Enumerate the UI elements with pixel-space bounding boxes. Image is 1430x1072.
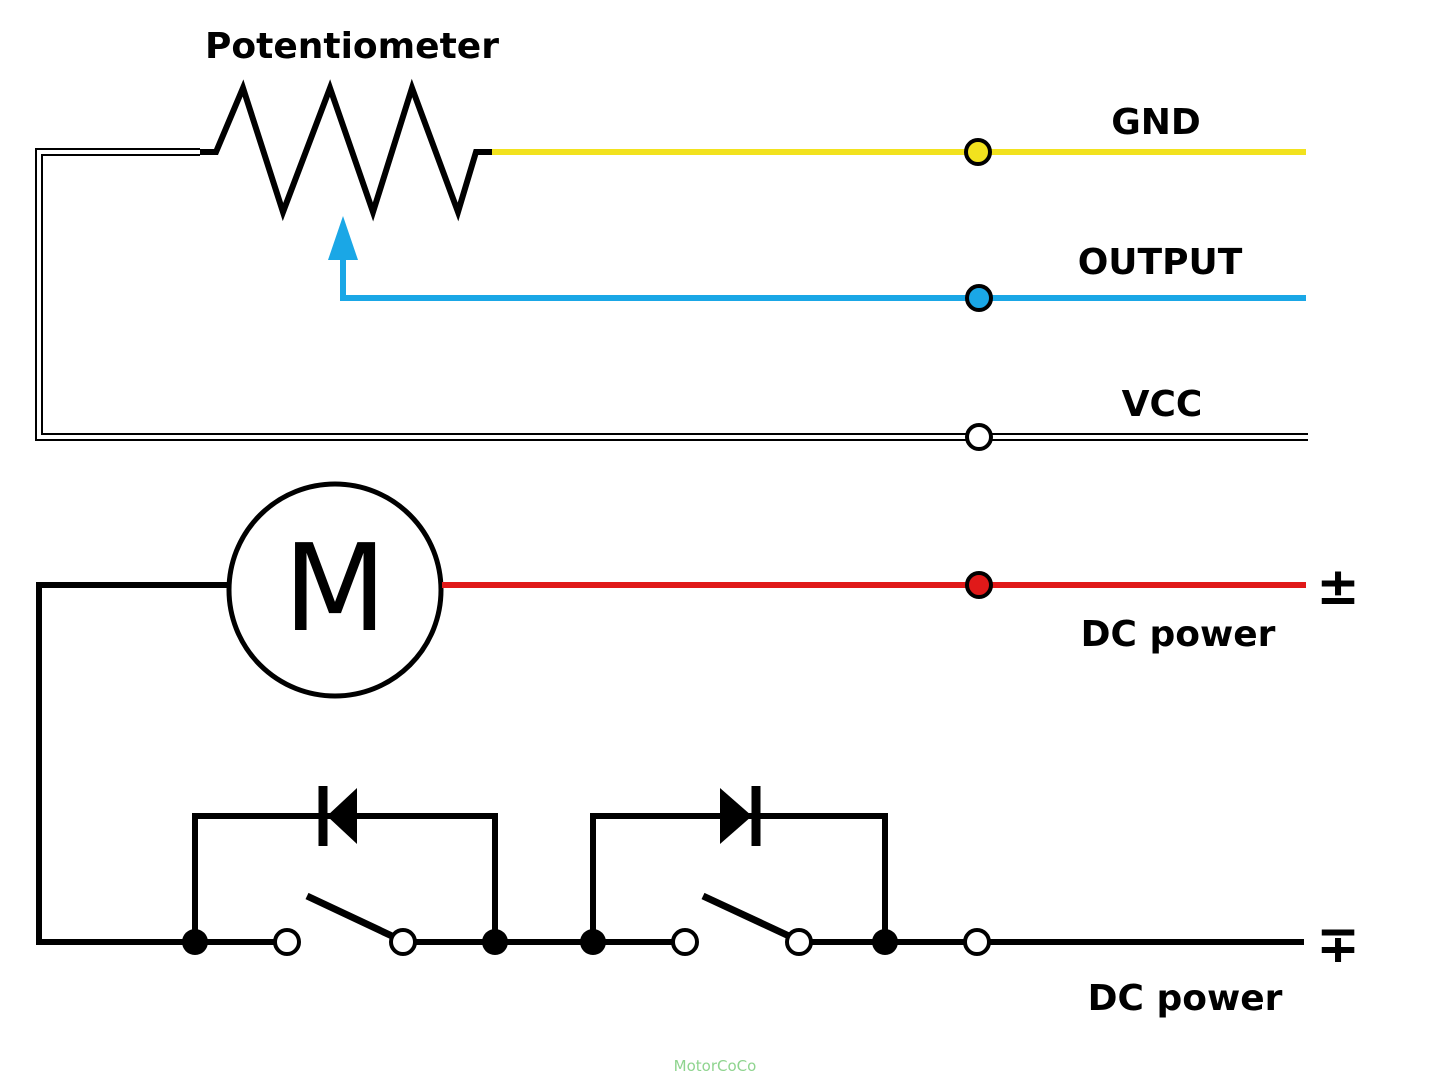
diode-1-icon [318,786,357,846]
vcc-wire-fill [37,150,1308,439]
vcc-wire [35,148,1308,441]
wiper-arrow-icon [328,216,358,260]
polarity-plus-minus-icon: ± [1316,557,1360,617]
vcc-label: VCC [1122,384,1203,425]
limit-switch-2 [580,786,898,956]
vcc-terminal [965,423,993,451]
switch-contact [671,928,699,956]
junction-dot [182,929,208,955]
diode-2-icon [720,786,761,846]
potentiometer-resistor [200,78,492,222]
motor-return-wire [36,582,228,945]
switch-contact [389,928,417,956]
dc-power-bottom-label: DC power [1088,978,1283,1019]
switch-contact [785,928,813,956]
motor: M [226,481,444,699]
dc-power-top-terminal [965,571,993,599]
switch-contact [273,928,301,956]
motor-label: M [283,520,387,659]
watermark: MotorCoCo [674,1057,757,1072]
output-label: OUTPUT [1078,242,1243,283]
polarity-minus-plus-icon: ∓ [1316,915,1360,975]
potentiometer-label: Potentiometer [205,26,499,67]
limit-switch-1 [182,786,508,956]
output-terminal [965,284,993,312]
dc-power-bottom-terminal [963,928,991,956]
gnd-terminal [964,138,992,166]
junction-dot [580,929,606,955]
gnd-label: GND [1111,102,1201,143]
dc-power-top-label: DC power [1081,614,1276,655]
